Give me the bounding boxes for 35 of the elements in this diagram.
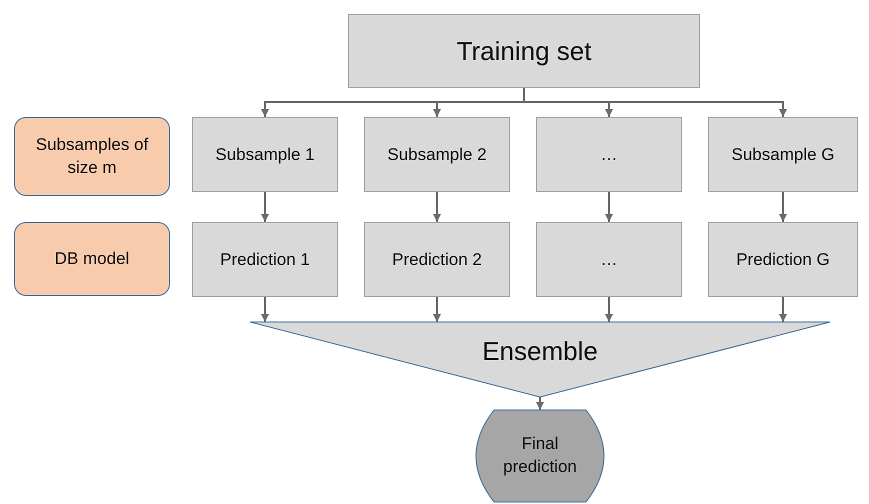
node-label: Prediction 2: [392, 250, 482, 270]
merge-triangle: [250, 322, 830, 397]
node-label: Final prediction: [502, 433, 578, 478]
process-box: [708, 117, 858, 192]
row-label-box: [14, 117, 170, 196]
arrow: [433, 297, 441, 322]
node-label: Ensemble: [482, 336, 598, 367]
process-box: [364, 117, 510, 192]
arrow: [523, 88, 787, 117]
process-box: [708, 222, 858, 297]
arrow: [433, 192, 441, 222]
row-label-box: [14, 222, 170, 296]
process-box: [536, 222, 682, 297]
node-label: …: [600, 144, 618, 164]
arrow: [779, 192, 787, 222]
arrow: [605, 297, 613, 322]
node-label: Subsample 1: [215, 144, 315, 164]
process-box: [192, 117, 338, 192]
node-label: Prediction 1: [220, 250, 310, 270]
arrow: [536, 397, 544, 410]
arrow: [261, 297, 269, 322]
node-label: …: [600, 250, 618, 270]
process-box: [364, 222, 510, 297]
process-box: [348, 14, 700, 88]
arrow: [779, 297, 787, 322]
arrow: [261, 192, 269, 222]
node-label: Subsample 2: [387, 144, 487, 164]
node-label: DB model: [54, 248, 130, 270]
node-label: Subsamples of size m: [34, 134, 150, 178]
node-label: Subsample G: [732, 144, 834, 164]
arrow: [605, 192, 613, 222]
process-box: [192, 222, 338, 297]
node-label: Prediction G: [736, 250, 830, 270]
process-box: [536, 117, 682, 192]
node-label: Training set: [456, 36, 592, 66]
